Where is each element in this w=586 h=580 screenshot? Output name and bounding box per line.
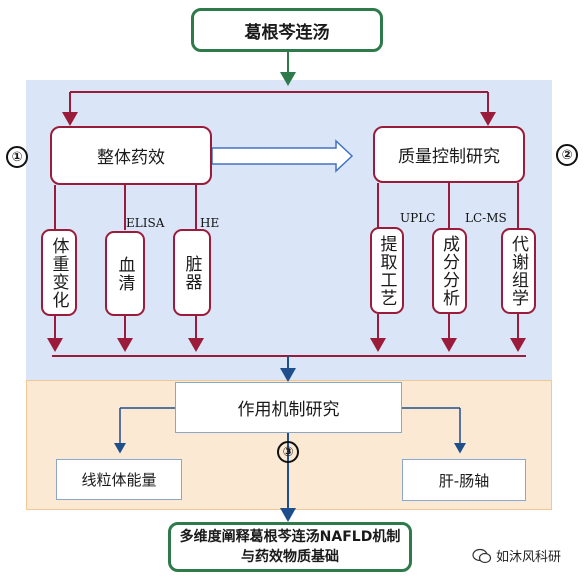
- he-label: HE: [200, 216, 220, 230]
- uplc-label: UPLC: [400, 211, 436, 225]
- quality-node: 质量控制研究: [373, 126, 525, 183]
- components-node: 成分分析: [432, 228, 467, 314]
- watermark-text: 如沐风科研: [496, 550, 562, 565]
- hollow-arrow: [211, 139, 354, 173]
- body-weight-node: 体重变化: [41, 229, 77, 316]
- metabolism-node: 代谢组学: [501, 228, 536, 314]
- chat-bubble-icon: [472, 548, 492, 563]
- watermark: 如沐风科研: [472, 546, 561, 565]
- elisa-label: ELISA: [126, 216, 165, 230]
- liver-node: 脏器: [173, 229, 211, 316]
- efficacy-node: 整体药效: [50, 126, 212, 185]
- mechanism-node: 作用机制研究: [175, 382, 402, 433]
- lcms-label: LC-MS: [465, 211, 507, 225]
- serum-node: 血清: [105, 231, 145, 316]
- marker-one: ①: [6, 146, 28, 168]
- top-node: 葛根芩连汤: [191, 8, 383, 52]
- gut-liver-node: 肝-肠轴: [402, 459, 526, 501]
- extraction-node: 提取工艺: [370, 227, 404, 314]
- mitochondria-node: 线粒体能量: [56, 459, 182, 500]
- marker-three: ③: [277, 441, 299, 463]
- marker-two: ②: [556, 144, 578, 166]
- bottom-node: 多维度阐释葛根芩连汤NAFLD机制与药效物质基础: [168, 522, 412, 572]
